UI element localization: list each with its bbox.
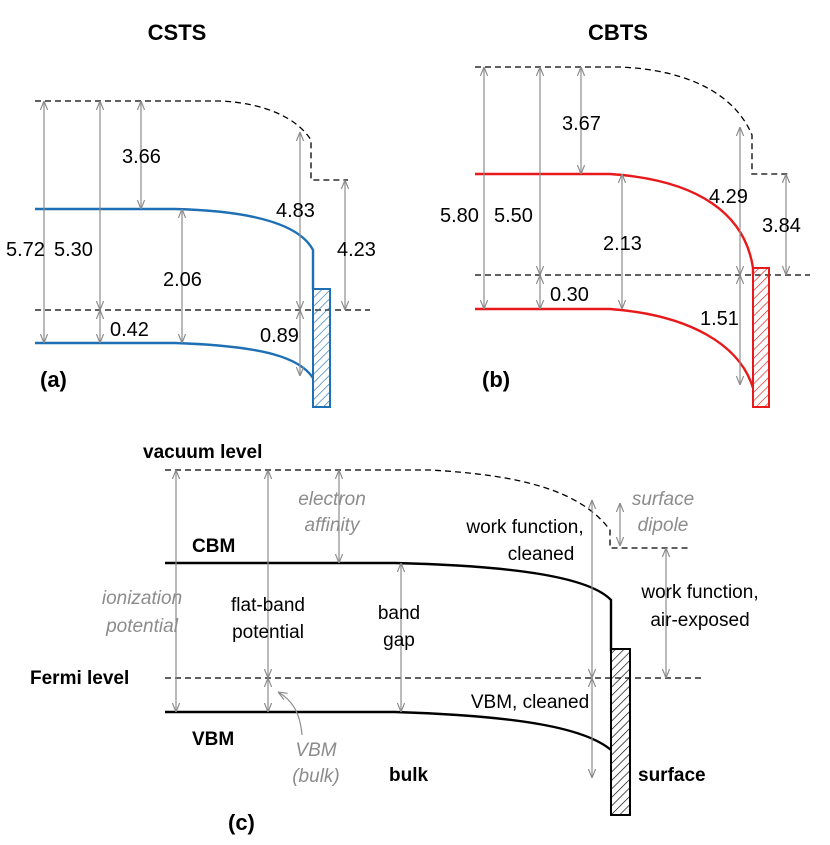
panel-a-vbm-bulk-value: 0.42	[110, 319, 149, 341]
panel-c-vbm-line	[165, 710, 612, 751]
panel-b-wf-air-value: 3.84	[762, 215, 801, 237]
panel-c-cbm-line	[165, 561, 613, 651]
panel-a-letter: (a)	[40, 367, 67, 392]
fermi-level-label: Fermi level	[30, 668, 129, 689]
panel-a-gap-value: 2.06	[163, 269, 202, 291]
panel-b-vbm	[475, 307, 755, 389]
panel-a-wf-air-value: 4.23	[337, 239, 376, 261]
panel-c-surface-block	[610, 648, 631, 816]
electron-affinity-label-1: electron	[298, 489, 366, 510]
ionization-potential-label-1: ionization	[102, 588, 182, 609]
panel-a-flatband-value: 5.30	[54, 239, 93, 261]
panel-b-cbm	[475, 172, 755, 275]
flat-band-potential-label-2: potential	[232, 622, 304, 643]
panel-b-flatband-value: 5.50	[494, 205, 533, 227]
panel-a: CSTS 5.72 5.30 3.66 2.06 0.42 4.83 0.89 …	[6, 20, 376, 408]
electron-affinity-label-2: affinity	[305, 515, 361, 536]
panel-b-ionization-value: 5.80	[440, 205, 479, 227]
work-function-cleaned-label-1: work function,	[465, 517, 583, 538]
panel-a-vbm-clean-value: 0.89	[260, 325, 299, 347]
panel-a-surface	[312, 288, 331, 408]
surface-label: surface	[638, 765, 706, 786]
flat-band-potential-label-1: flat-band	[231, 595, 305, 616]
panel-b-title: CBTS	[588, 20, 648, 45]
band-gap-label-1: band	[378, 603, 420, 624]
panel-b-affinity-value: 3.67	[562, 113, 601, 135]
panel-a-ionization-value: 5.72	[6, 239, 45, 261]
panel-a-wf-clean-value: 4.83	[276, 200, 315, 222]
vbm-label: VBM	[192, 729, 234, 750]
panel-b-vbm-bulk-value: 0.30	[550, 284, 589, 306]
panel-a-cbm	[35, 207, 315, 290]
panel-c-arrow-vbm-bulk-pointer	[278, 692, 303, 736]
panel-a-vbm	[35, 341, 315, 379]
panel-b: CBTS 5.80 5.50 3.67 2.13 0.30 4.29 1.51 …	[440, 20, 810, 408]
panel-b-wf-clean-value: 4.29	[709, 186, 748, 208]
work-function-air-label-2: air-exposed	[650, 610, 749, 631]
work-function-air-label-1: work function,	[640, 582, 758, 603]
panel-c-vacuum-level-line	[165, 469, 690, 549]
cbm-label: CBM	[192, 536, 235, 557]
surface-dipole-label-1: surface	[632, 489, 694, 510]
panel-b-vacuum-level	[475, 66, 790, 175]
panel-b-surface	[752, 267, 770, 408]
panel-c-letter: (c)	[228, 810, 255, 835]
panel-a-vacuum-level	[35, 100, 348, 181]
ionization-potential-label-2: potential	[105, 616, 179, 637]
panel-b-gap-value: 2.13	[603, 233, 642, 255]
vacuum-level-label: vacuum level	[143, 442, 262, 463]
panel-c: vacuum level CBM Fermi level VBM electro…	[30, 442, 759, 835]
vbm-cleaned-label: VBM, cleaned	[471, 692, 589, 713]
vbm-bulk-label-1: VBM	[295, 740, 336, 761]
vbm-bulk-label-2: (bulk)	[292, 766, 340, 787]
band-gap-label-2: gap	[383, 630, 415, 651]
surface-dipole-label-2: dipole	[638, 515, 689, 536]
panel-b-vbm-clean-value: 1.51	[700, 308, 739, 330]
panel-b-letter: (b)	[482, 367, 510, 392]
work-function-cleaned-label-2: cleaned	[508, 544, 575, 565]
panel-a-affinity-value: 3.66	[122, 146, 161, 168]
panel-a-title: CSTS	[148, 20, 207, 45]
bulk-label: bulk	[389, 765, 428, 786]
